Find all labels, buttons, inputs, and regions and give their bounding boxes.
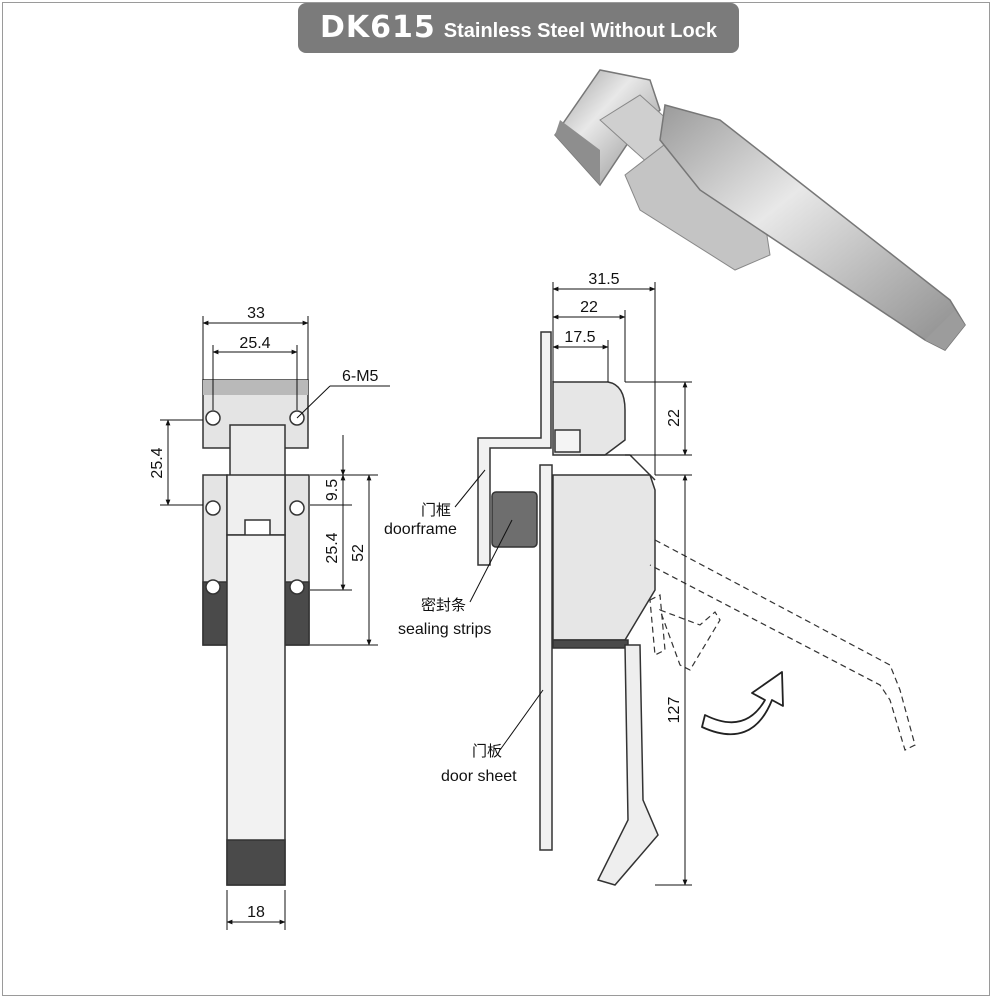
doorframe-label-cn: 门框 [421, 501, 451, 519]
dim-width-33: 33 [247, 305, 265, 322]
dim-height-25-4: 25.4 [324, 532, 341, 563]
dim-height-9-5: 9.5 [324, 479, 341, 501]
model-description: Stainless Steel Without Lock [443, 20, 717, 42]
sealing-label-cn: 密封条 [421, 596, 466, 614]
title-bar: DK615 Stainless Steel Without Lock [298, 3, 739, 53]
side-dim-labels: 31.5 22 17.5 22 127 [564, 271, 683, 723]
dim-bottom-18: 18 [247, 904, 265, 921]
side-view [477, 331, 659, 886]
doorframe-label-en: doorframe [384, 521, 457, 538]
dim-right-127: 127 [666, 697, 683, 724]
dim-top-22: 22 [580, 299, 598, 316]
dim-right-22: 22 [666, 409, 683, 427]
side-labels: 门框 doorframe 密封条 sealing strips 门板 door … [384, 501, 517, 785]
rotation-arrow-icon [701, 671, 784, 736]
handle-open-position [649, 539, 916, 751]
dim-top-17-5: 17.5 [564, 329, 595, 346]
dim-top-31-5: 31.5 [588, 271, 619, 288]
dim-hole-spec: 6-M5 [342, 368, 379, 385]
side-dimensions [454, 282, 692, 886]
front-view [202, 379, 310, 886]
dim-height-left-25-4: 25.4 [149, 447, 166, 478]
front-dim-labels: 33 25.4 6-M5 25.4 9.5 25.4 52 18 [149, 305, 379, 921]
doorsheet-label-cn: 门板 [472, 742, 502, 760]
model-number: DK615 [320, 10, 436, 45]
sealing-label-en: sealing strips [398, 621, 491, 638]
dim-width-25-4: 25.4 [239, 335, 270, 352]
doorsheet-label-en: door sheet [441, 768, 517, 785]
front-dimensions [160, 316, 390, 930]
product-photo [554, 69, 966, 351]
dim-height-52: 52 [350, 544, 367, 562]
